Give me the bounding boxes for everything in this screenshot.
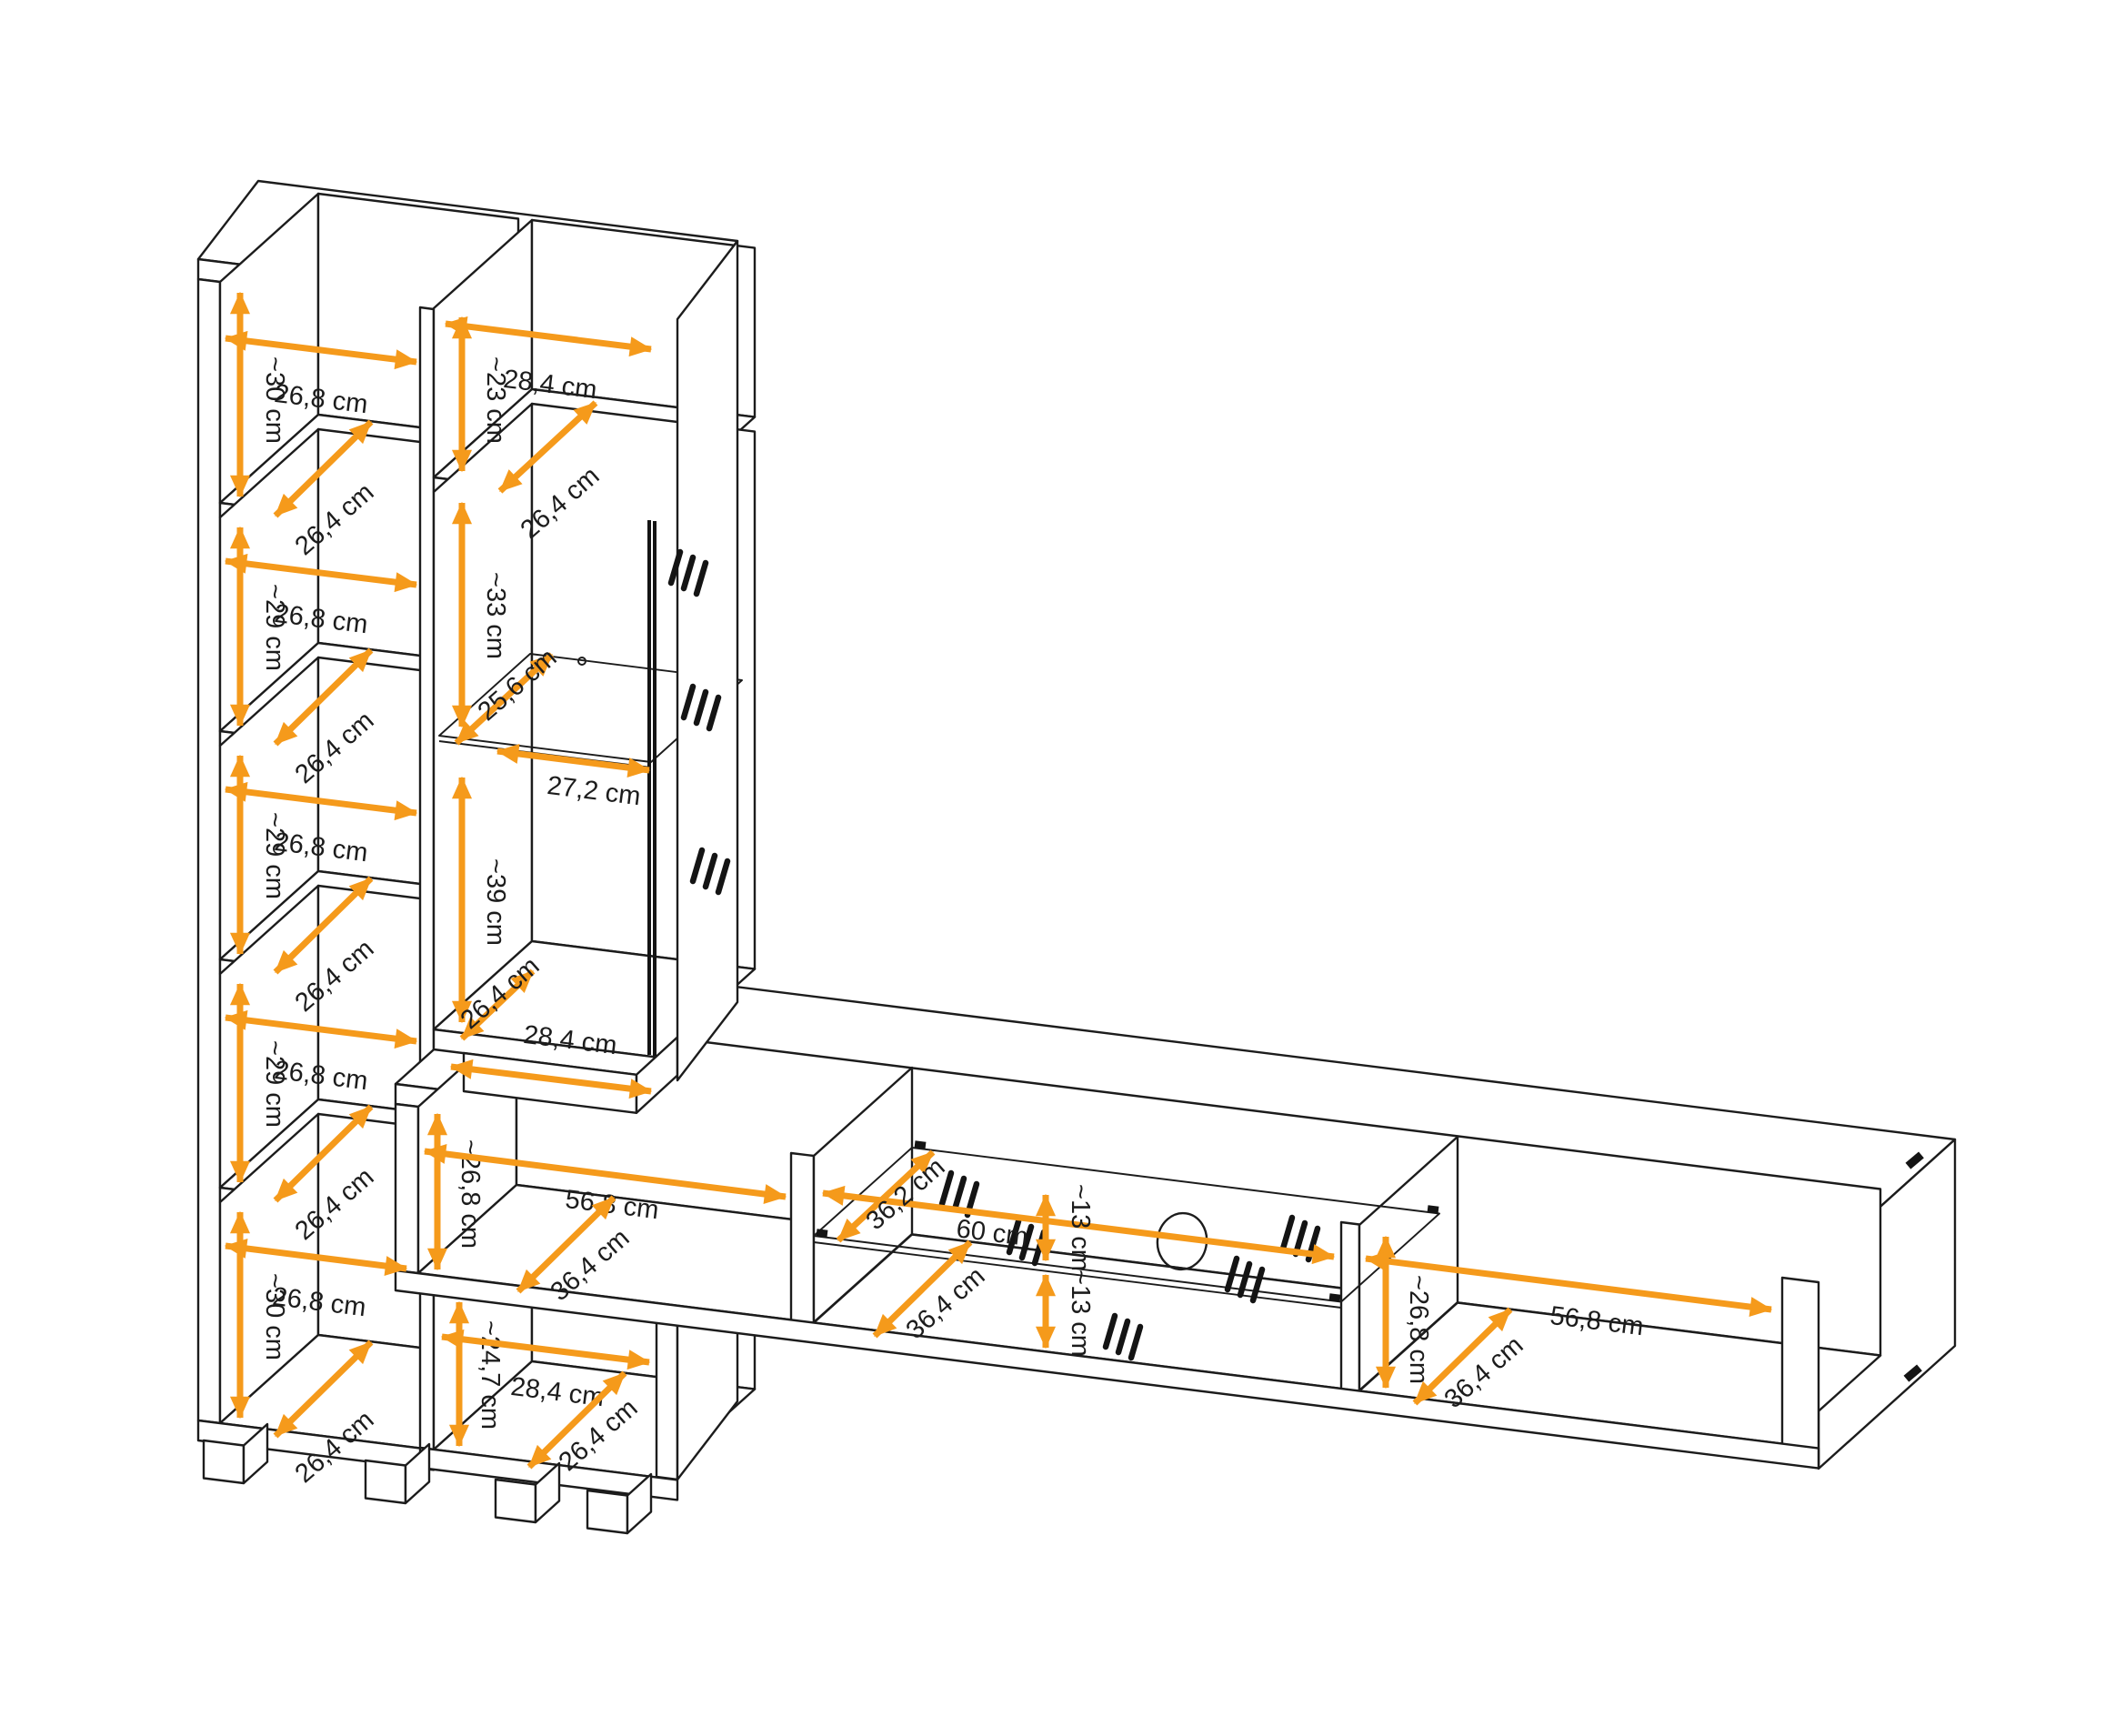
dimension-arrow-cabTopWidth	[444, 316, 653, 357]
dimension-arrow-glassShelfDepth	[454, 652, 555, 746]
foot	[364, 1442, 431, 1505]
dimension-arrow-towerC1Depth	[273, 419, 374, 518]
mounting-bracket	[1903, 1364, 1922, 1382]
dimension-arrow-cabBottomWidth	[449, 1059, 653, 1099]
dimension-arrow-benchMDepth	[872, 1239, 973, 1339]
dimension-arrow-cabBottomDepth	[459, 968, 536, 1041]
glass-hatch-icon	[689, 847, 731, 896]
dimension-label-cabGlassUpper: ~33 cm	[481, 572, 510, 659]
dimension-arrow-towerC3Width	[224, 781, 418, 821]
dimension-label-towerC1Height: ~30 cm	[260, 356, 289, 444]
glass-door	[647, 520, 731, 1056]
dimension-arrow-benchRDepth	[1412, 1307, 1513, 1406]
dimension-label-towerC5Height: ~30 cm	[260, 1273, 289, 1360]
dimension-arrow-cabLowDepth	[526, 1370, 627, 1470]
dimension-label-benchMLower: ~13 cm	[1066, 1269, 1095, 1357]
dimension-arrow-towerC5Width	[224, 1238, 408, 1277]
bench-right-panel	[1780, 1276, 1820, 1469]
dimension-label-towerC4Height: ~29 cm	[260, 1040, 289, 1128]
foot	[494, 1461, 561, 1524]
cabinet-right-side	[676, 239, 739, 1082]
dimension-arrow-towerC1Width	[224, 330, 418, 370]
dimension-arrow-benchLDepth	[516, 1195, 616, 1294]
dimension-arrow-towerC3Depth	[273, 876, 374, 975]
glass-hatch-icon	[680, 683, 722, 732]
bench-divider-1	[789, 1151, 816, 1325]
dimension-label-cabLowHeight: ~24,7 cm	[476, 1320, 505, 1430]
dimension-arrow-towerC4Depth	[273, 1104, 374, 1203]
dimension-arrow-cabLowWidth	[440, 1329, 651, 1370]
dimension-label-benchMUpper: ~13 cm	[1066, 1184, 1095, 1271]
shelf-pin	[577, 657, 586, 666]
dimension-arrow-towerC5Depth	[273, 1340, 374, 1439]
bench-bottom-panel	[394, 1269, 1820, 1470]
mounting-bracket	[1905, 1151, 1924, 1169]
furniture-feet	[202, 1422, 653, 1535]
dimension-arrow-benchRWidth	[1364, 1250, 1773, 1318]
bench-left-panel	[394, 1102, 420, 1275]
glass-hatch-icon	[667, 548, 709, 597]
glass-hatch-icon	[1102, 1312, 1144, 1361]
dimension-arrow-towerC2Depth	[273, 647, 374, 747]
dimension-arrow-benchLWidth	[423, 1143, 787, 1205]
shelf-support	[1328, 1293, 1341, 1302]
foot	[202, 1422, 269, 1485]
dimension-label-towerC2Height: ~29 cm	[260, 584, 289, 671]
shelf-support	[816, 1229, 828, 1238]
dimension-label-cabGlassLower: ~39 cm	[481, 858, 510, 946]
bench-divider-2	[1339, 1220, 1361, 1393]
dimension-label-towerC3Height: ~29 cm	[260, 812, 289, 899]
dimension-arrow-benchMGlassDepth	[836, 1149, 936, 1243]
dimension-arrow-towerC2Width	[224, 553, 418, 593]
dimension-arrow-glassShelfWidth	[496, 743, 651, 778]
dimension-label-cabTopHeight: ~23 cm	[481, 356, 510, 444]
tower-left-panel	[196, 277, 222, 1425]
shelf-support	[1427, 1205, 1439, 1214]
dimension-arrow-cabTopDepth	[497, 400, 598, 494]
dimension-arrow-towerC4Width	[224, 1009, 418, 1049]
shelf-support	[914, 1140, 927, 1149]
foot	[586, 1472, 653, 1535]
dimension-label-benchRHeight: ~26,8 cm	[1404, 1275, 1433, 1384]
